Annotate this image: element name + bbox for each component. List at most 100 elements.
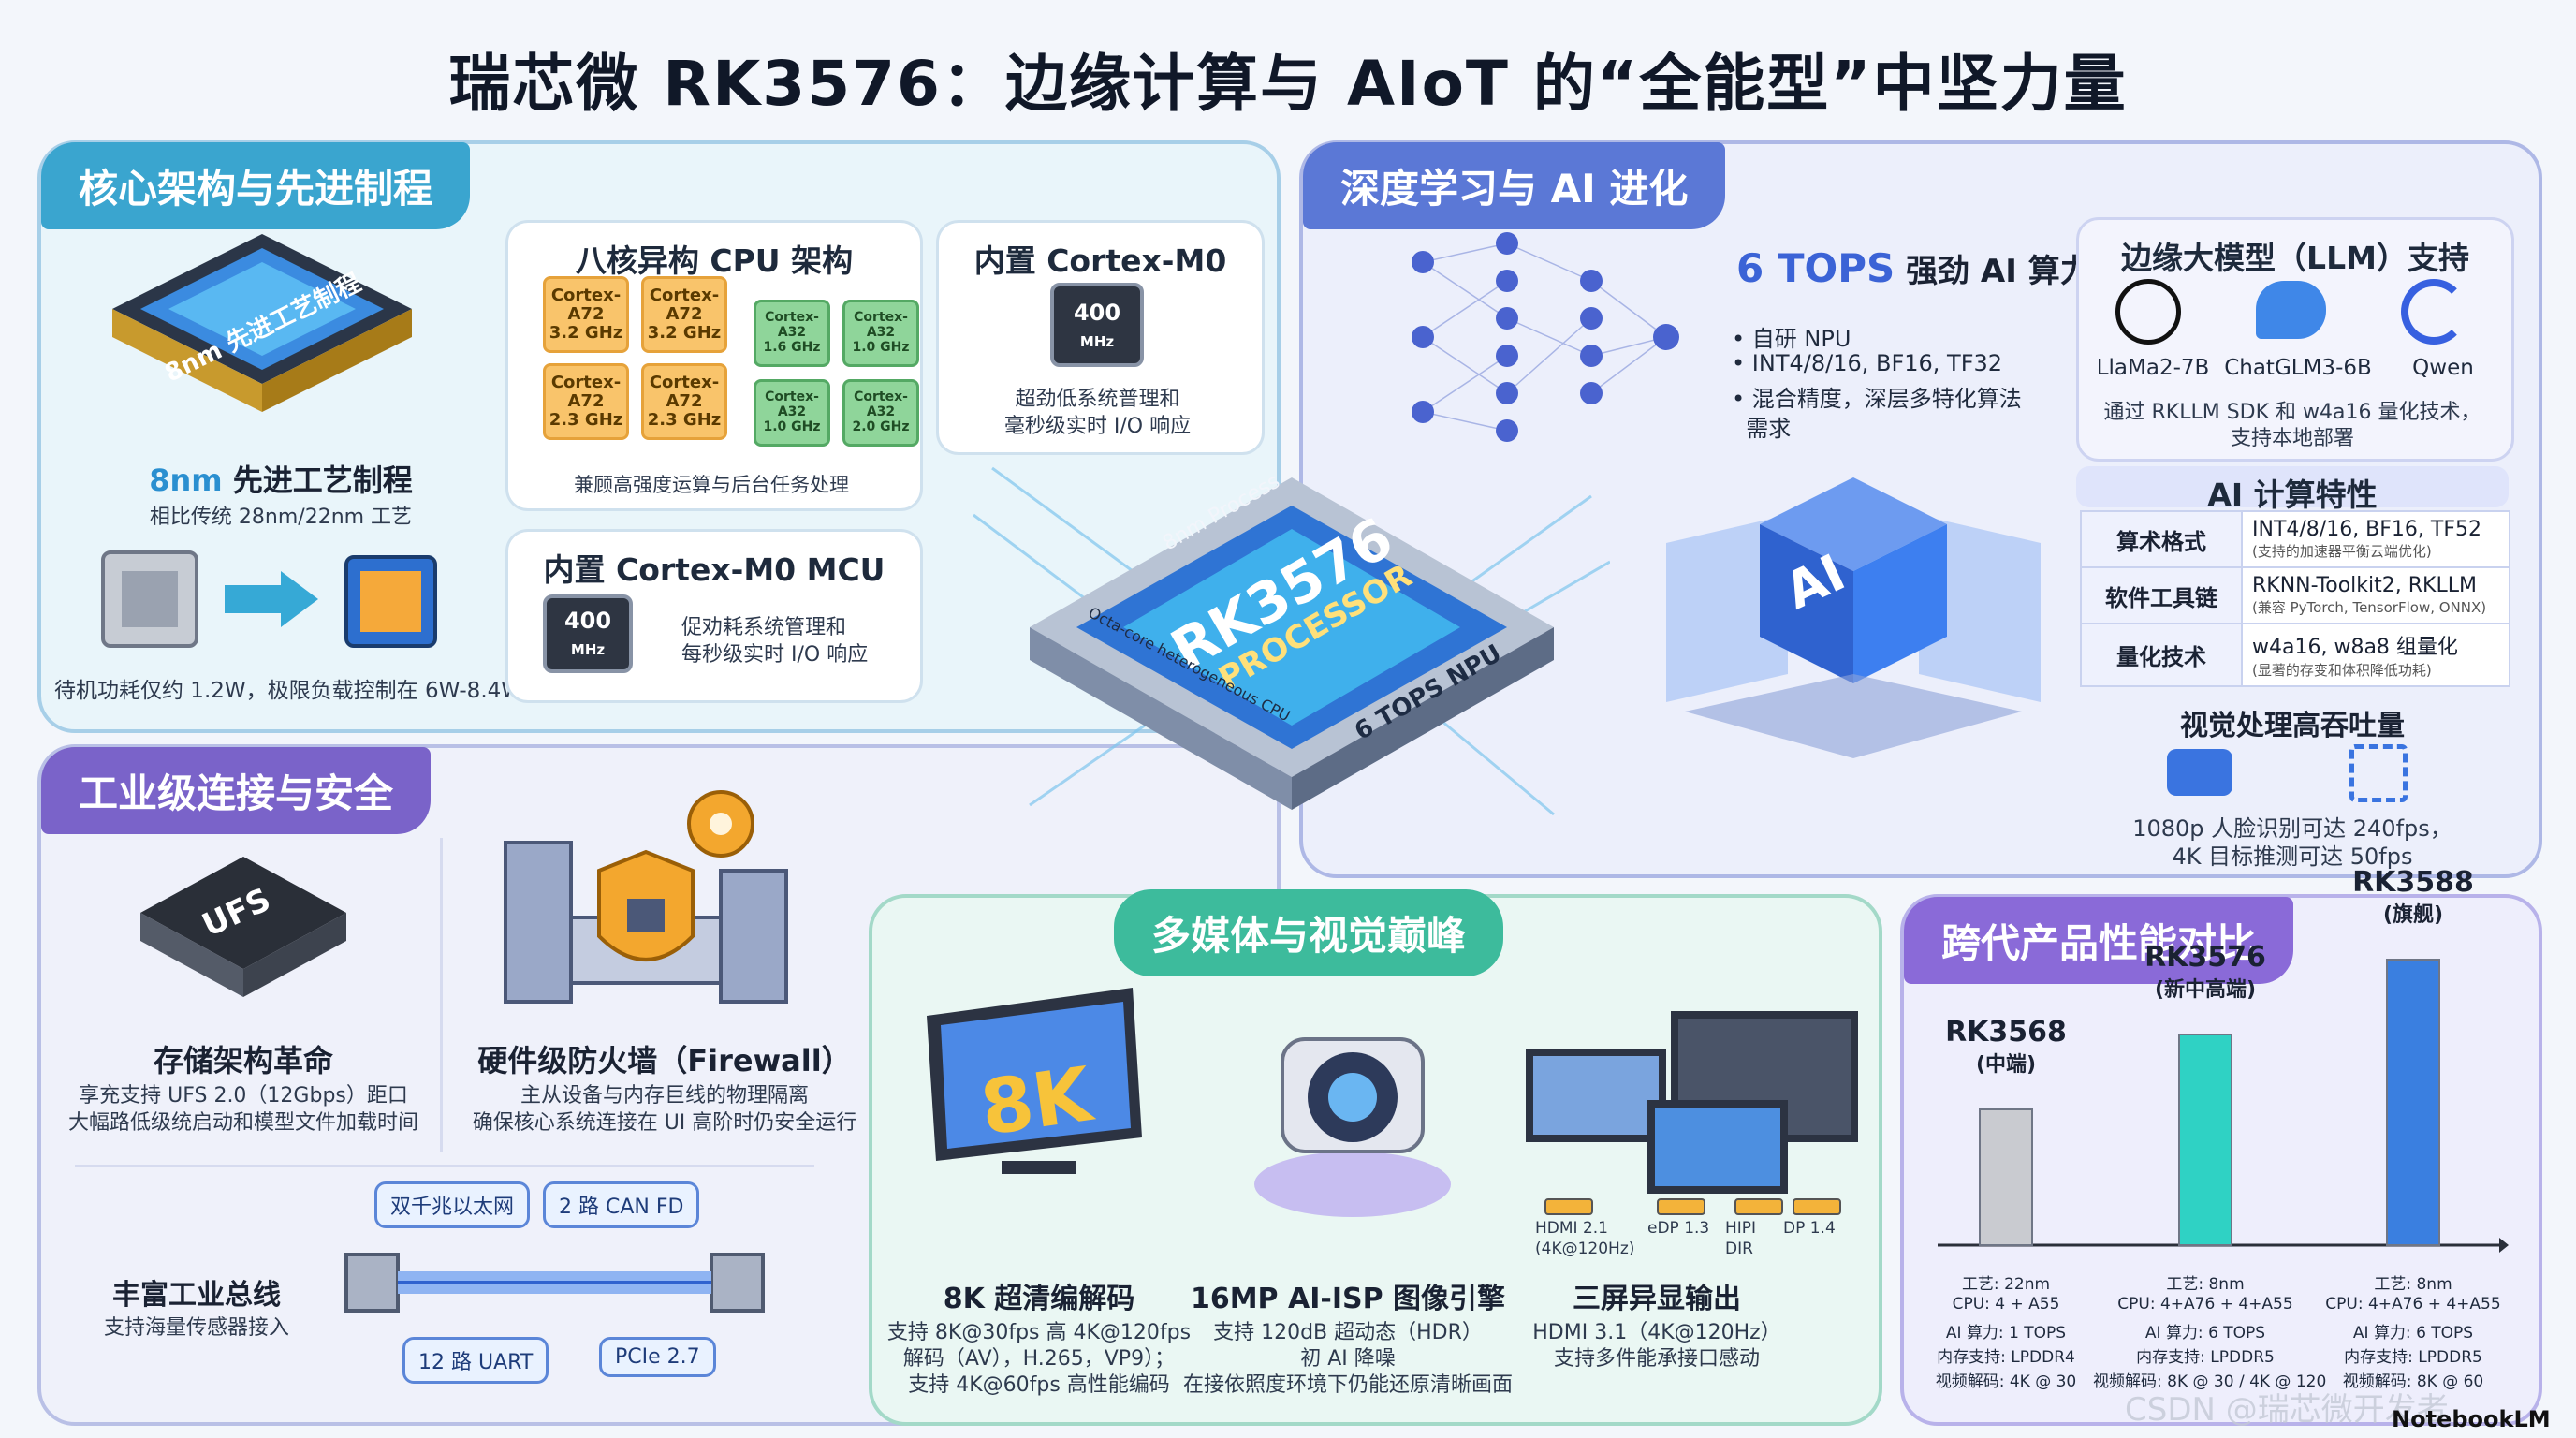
industrial-section-tab: 工业级连接与安全	[41, 747, 432, 834]
mcu-bottom-title: 内置 Cortex-M0 MCU	[543, 551, 886, 588]
port-name: DP 1.4	[1783, 1219, 1836, 1238]
port-icon	[1657, 1198, 1705, 1215]
mcu-bottom-chip: 400 MHz	[543, 594, 633, 673]
process-subtitle: 相比传统 28nm/22nm 工艺	[149, 506, 413, 529]
ai-section-tab: 深度学习与 AI 进化	[1303, 142, 1726, 229]
firewall-icon	[504, 790, 788, 1004]
ai-feature-value-main: INT4/8/16, BF16, TF52	[2252, 518, 2481, 541]
port-name: HDMI 2.1	[1535, 1219, 1608, 1238]
firewall-desc1: 主从设备与内存巨线的物理隔离	[520, 1084, 809, 1108]
cpu-core-text: A32	[777, 325, 807, 340]
port-name: HIPI	[1725, 1219, 1757, 1238]
mcu-top-desc2: 毫秒级实时 I/O 响应	[1003, 415, 1192, 438]
storage-desc2: 大幅路低级统启动和模型文件加载时间	[67, 1111, 418, 1135]
mcu-bottom-desc2: 每秒级实时 I/O 响应	[681, 643, 869, 667]
tops-heading: 6 TOPS 强劲 AI 算力	[1736, 245, 2092, 291]
firewall-desc2: 确保核心系统连接在 UI 高阶时仍安全运行	[472, 1111, 857, 1135]
compare-spec: CPU: 4+A76 + 4+A55	[2117, 1295, 2293, 1313]
compare-section-tab: 跨代产品性能对比	[1904, 897, 2294, 984]
compare-product-tier: (新中高端)	[2154, 978, 2257, 1002]
cpu-core-text: Cortex-	[854, 310, 908, 325]
media-item-desc: 初 AI 降噪	[1300, 1347, 1396, 1371]
compare-spec: 视频解码: 8K @ 30 / 4K @ 120	[2093, 1372, 2327, 1391]
ai-feature-value-main: w4a16, w8a8 组量化	[2252, 636, 2458, 659]
compare-spec: 视频解码: 8K @ 60	[2342, 1372, 2484, 1391]
mcu-bottom-desc1: 促劝耗系统管理和	[681, 616, 847, 639]
openai-icon	[2115, 279, 2181, 345]
media-item-desc: 解码（AV），H.265，VP9）；	[902, 1347, 1176, 1371]
cpu-core-text: 3.2 GHz	[549, 323, 623, 343]
ai-cube-illustration	[1666, 477, 2041, 758]
mcu-bottom-freq: 400	[564, 608, 612, 634]
ai-feature-key: 算术格式	[2080, 510, 2243, 568]
media-item-desc: 支持 120dB 超动态（HDR）	[1213, 1321, 1483, 1344]
cpu-core-text: A72	[666, 391, 703, 411]
media-item-desc: 支持多件能承接口感动	[1553, 1347, 1760, 1371]
cpu-core-text: A32	[866, 404, 896, 419]
ai-bullet: • INT4/8/16, BF16, TF32	[1732, 350, 2003, 376]
cpu-core-text: 3.2 GHz	[647, 323, 722, 343]
ai-feature-row: 算术格式 INT4/8/16, BF16, TF52 (支持的加速器平衡云端优化)	[2080, 510, 2510, 568]
port-icon	[1793, 1198, 1841, 1215]
bus-pill: PCIe 2.7	[599, 1337, 716, 1377]
compare-bar-rk3576	[2178, 1034, 2232, 1246]
media-item-title: 三屏异显输出	[1573, 1283, 1741, 1315]
mcu-bottom-unit: MHz	[570, 641, 606, 658]
process-title-prefix: 8nm	[149, 462, 223, 498]
compare-spec: 内存支持: LPDDR4	[1937, 1348, 2075, 1367]
chatglm-icon	[2256, 281, 2326, 339]
llm-model-name: ChatGLM3-6B	[2224, 356, 2372, 380]
cpu-core-text: A32	[866, 325, 896, 340]
llm-title: 边缘大模型（LLM）支持	[2121, 240, 2469, 276]
tv-8k-label: 8K	[975, 1050, 1097, 1152]
port-sub: (4K@120Hz)	[1535, 1240, 1635, 1258]
mcu-top-unit: MHz	[1079, 333, 1115, 350]
cpu-core-text: Cortex-	[649, 286, 720, 305]
llm-desc2: 支持本地部署	[2230, 427, 2354, 450]
compare-spec: CPU: 4 + A55	[1952, 1295, 2060, 1313]
cpu-core-text: A72	[567, 391, 605, 411]
cpu-core-text: Cortex-	[854, 389, 908, 404]
compare-spec: 视频解码: 4K @ 30	[1935, 1372, 2077, 1391]
cpu-core-text: A72	[666, 304, 703, 324]
cpu-core-text: 1.6 GHz	[763, 340, 821, 355]
compare-spec: AI 算力: 6 TOPS	[2352, 1324, 2474, 1343]
bus-title: 丰富工业总线	[112, 1279, 281, 1312]
media-item-title: 16MP AI-ISP 图像引擎	[1190, 1283, 1506, 1315]
firewall-title: 硬件级防火墙（Firewall）	[477, 1043, 852, 1078]
cpu-core-text: 2.3 GHz	[647, 410, 722, 430]
port-icon	[1734, 1198, 1783, 1215]
cpu-core-text: 2.0 GHz	[852, 419, 910, 434]
video-camera-icon	[2167, 749, 2232, 796]
vision-desc2: 4K 目标推测可达 50fps	[2172, 844, 2413, 870]
process-chip-illustration	[112, 234, 412, 412]
power-note: 待机功耗仅约 1.2W，极限负载控制在 6W-8.4W	[54, 679, 523, 703]
cpu-core-text: Cortex-	[550, 286, 622, 305]
ai-feature-value-note: (显著的存变和体积降低功耗)	[2252, 662, 2432, 679]
compare-spec: AI 算力: 6 TOPS	[2144, 1324, 2266, 1343]
compare-product-name: RK3588	[2352, 866, 2474, 899]
watermark: CSDN @瑞芯微开发者	[2125, 1391, 2449, 1429]
compare-spec: 工艺: 8nm	[2166, 1275, 2245, 1294]
ai-features-title: AI 计算特性	[2207, 477, 2378, 513]
mcu-top-chip: 400 MHz	[1050, 283, 1144, 367]
bus-pill: 2 路 CAN FD	[543, 1181, 700, 1228]
cpu-core-text: Cortex-	[550, 373, 622, 392]
bus-subtitle: 支持海量传感器接入	[103, 1316, 289, 1340]
storage-title: 存储架构革命	[153, 1043, 333, 1078]
camera-lens-icon	[1254, 1037, 1451, 1217]
center-chip-illustration	[973, 466, 1610, 816]
mcu-top-freq: 400	[1073, 300, 1121, 326]
ai-feature-value-note: (支持的加速器平衡云端优化)	[2252, 543, 2432, 560]
bus-pill: 双千兆以太网	[374, 1181, 531, 1228]
ai-feature-key: 软件工具链	[2080, 566, 2243, 624]
ai-bullet: 需求	[1732, 416, 1792, 442]
compare-spec: 工艺: 22nm	[1961, 1275, 2051, 1294]
cpu-caption: 兼顾高强度运算与后台任务处理	[574, 474, 849, 496]
